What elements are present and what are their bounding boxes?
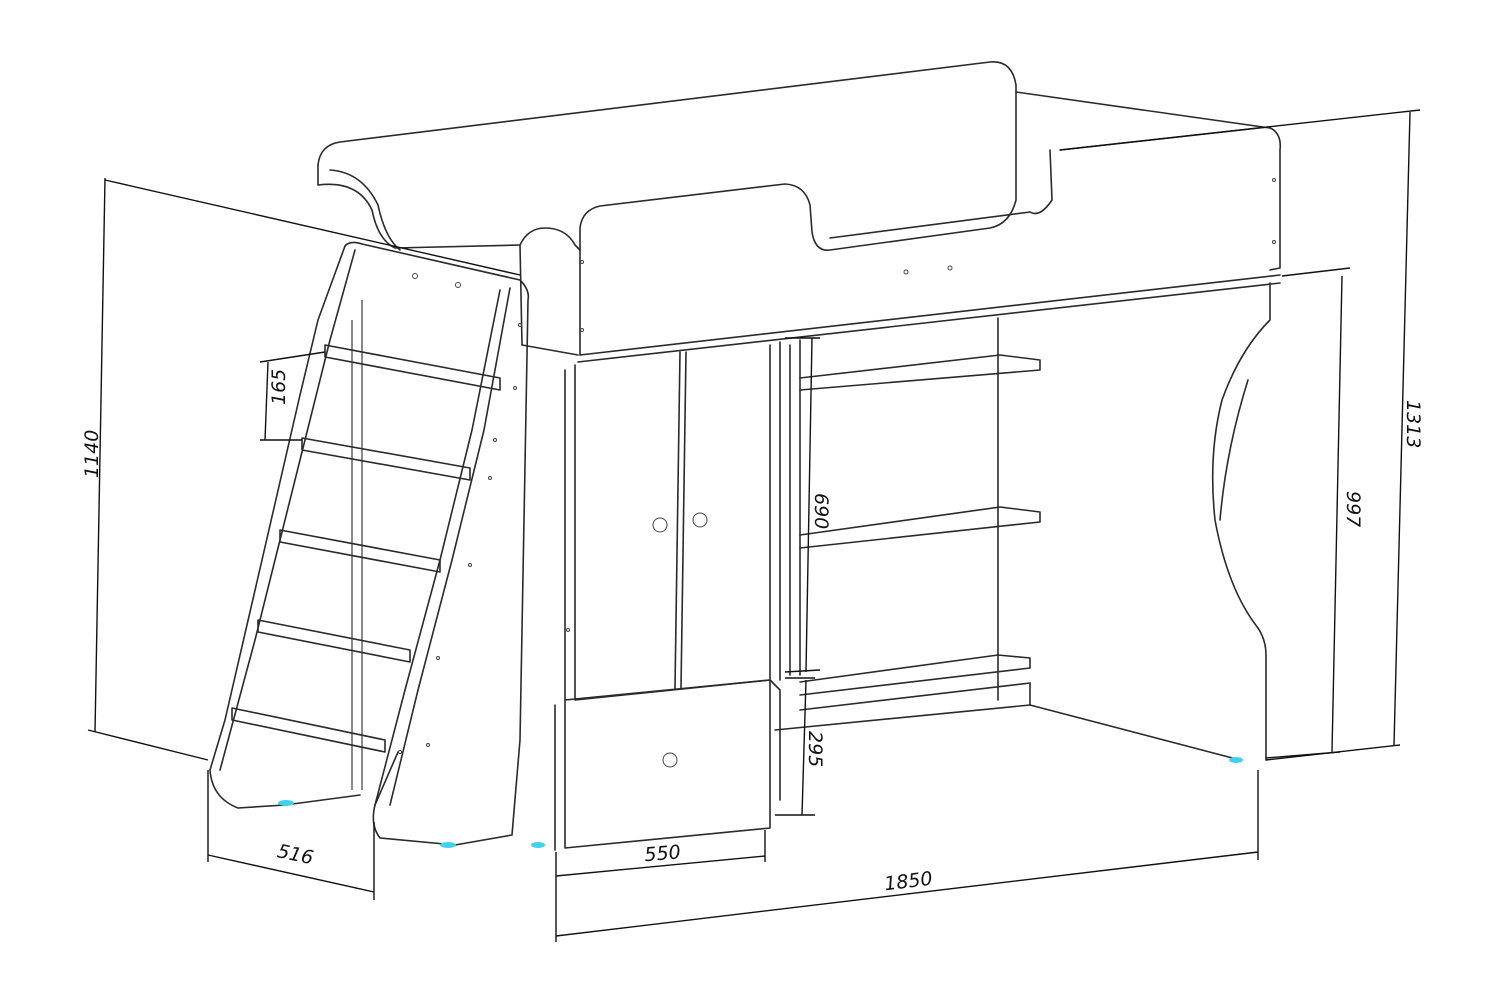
dimension-label-165: 165 — [268, 369, 290, 405]
dimension-label-1313: 1313 — [1402, 400, 1424, 448]
wardrobe — [531, 341, 781, 851]
shelving — [774, 317, 1243, 763]
dimension-lines — [87, 109, 1421, 942]
dimension-label-997: 997 — [1342, 491, 1364, 527]
dimension-label-295: 295 — [804, 731, 826, 767]
bed-frame — [317, 61, 1282, 761]
dimension-label-550: 550 — [644, 841, 682, 866]
dimension-label-516: 516 — [275, 840, 315, 869]
ladder — [209, 241, 530, 848]
dimension-label-1140: 1140 — [81, 430, 103, 478]
dimension-label-690: 690 — [810, 493, 832, 529]
